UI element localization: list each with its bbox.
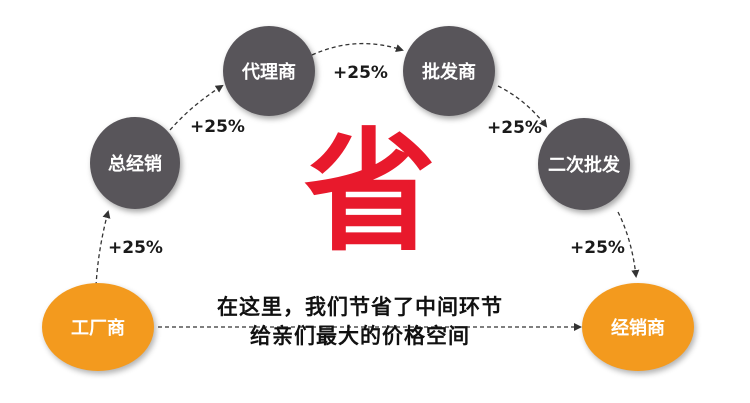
- markup-label: +25%: [108, 238, 163, 258]
- node-factory: 工厂商: [42, 283, 154, 371]
- arrow-wholesaler-to-secondary: [497, 85, 548, 128]
- node-general-distributor: 总经销: [90, 117, 180, 209]
- markup-label: +25%: [333, 63, 388, 83]
- center-save-character: 省: [304, 116, 436, 270]
- message-line-2: 给亲们最大的价格空间: [250, 324, 470, 348]
- message-line-1: 在这里，我们节省了中间环节: [217, 295, 503, 319]
- arrow-factory-to-general: [95, 210, 111, 287]
- node-distributor: 经销商: [582, 283, 694, 371]
- node-agent: 代理商: [223, 26, 315, 116]
- markup-label: +25%: [190, 117, 245, 137]
- markup-label: +25%: [570, 238, 625, 258]
- markup-label: +25%: [487, 118, 542, 138]
- node-secondary-wholesale: 二次批发: [538, 118, 630, 210]
- savings-message: 在这里，我们节省了中间环节 给亲们最大的价格空间: [170, 293, 550, 351]
- arrow-agent-to-wholesaler: [311, 42, 404, 56]
- node-wholesaler: 批发商: [403, 26, 495, 116]
